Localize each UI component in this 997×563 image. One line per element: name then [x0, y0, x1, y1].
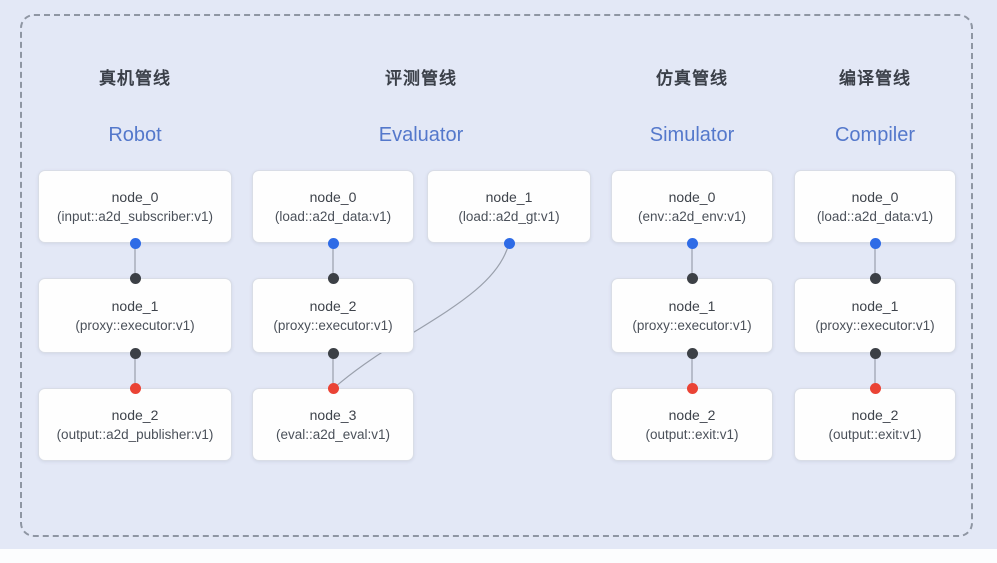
pipeline-title-zh-robot: 真机管线: [99, 69, 171, 88]
edge-connectors: [134, 242, 876, 389]
node-type: (output::exit:v1): [645, 427, 739, 442]
pipeline-title-zh-evaluator: 评测管线: [385, 69, 457, 88]
node-title: node_0: [851, 189, 899, 205]
black-port-dot: [686, 347, 698, 359]
node-type: (input::a2d_subscriber:v1): [56, 209, 214, 224]
node-type: (load::a2d_data:v1): [816, 209, 934, 224]
edge-eval-n1-n3: [333, 242, 510, 389]
red-port-dot: [869, 382, 881, 394]
node-type: (proxy::executor:v1): [632, 318, 752, 333]
node-card-simulator-node1: node_1 (proxy::executor:v1): [611, 278, 773, 353]
red-port-dot: [327, 382, 339, 394]
pipeline-title-en-simulator: Simulator: [649, 124, 735, 146]
node-type: (output::a2d_publisher:v1): [56, 427, 214, 442]
node-type: (env::a2d_env:v1): [637, 209, 747, 224]
node-card-simulator-node0: node_0 (env::a2d_env:v1): [611, 170, 773, 243]
blue-port-dot: [503, 237, 515, 249]
node-card-robot-node1: node_1 (proxy::executor:v1): [38, 278, 232, 353]
blue-port-dot: [129, 237, 141, 249]
node-card-robot-node0: node_0 (input::a2d_subscriber:v1): [38, 170, 232, 243]
node-title: node_1: [111, 298, 159, 314]
pipeline-title-zh-simulator: 仿真管线: [656, 69, 728, 88]
node-type: (load::a2d_data:v1): [274, 209, 392, 224]
node-card-evaluator-node0: node_0 (load::a2d_data:v1): [252, 170, 414, 243]
node-title: node_2: [851, 407, 899, 423]
pipeline-title-en-robot: Robot: [108, 124, 162, 146]
node-title: node_1: [668, 298, 716, 314]
black-port-dot: [129, 347, 141, 359]
node-type: (output::exit:v1): [828, 427, 922, 442]
node-title: node_3: [309, 407, 357, 423]
node-card-simulator-node2: node_2 (output::exit:v1): [611, 388, 773, 461]
node-type: (proxy::executor:v1): [815, 318, 935, 333]
node-card-evaluator-node2: node_2 (proxy::executor:v1): [252, 278, 414, 353]
node-type: (proxy::executor:v1): [75, 318, 195, 333]
node-type: (load::a2d_gt:v1): [458, 209, 560, 224]
node-title: node_0: [309, 189, 357, 205]
black-port-dot: [869, 347, 881, 359]
node-card-evaluator-node1: node_1 (load::a2d_gt:v1): [427, 170, 591, 243]
node-card-compiler-node0: node_0 (load::a2d_data:v1): [794, 170, 956, 243]
pipeline-title-zh-compiler: 编译管线: [839, 69, 911, 88]
blue-port-dot: [327, 237, 339, 249]
pipeline-title-en-evaluator: Evaluator: [378, 124, 464, 146]
pipeline-title-en-compiler: Compiler: [834, 124, 916, 146]
blue-port-dot: [686, 237, 698, 249]
blue-port-dot: [869, 237, 881, 249]
red-port-dot: [686, 382, 698, 394]
node-title: node_0: [111, 189, 159, 205]
node-card-compiler-node1: node_1 (proxy::executor:v1): [794, 278, 956, 353]
node-title: node_2: [111, 407, 159, 423]
node-card-compiler-node2: node_2 (output::exit:v1): [794, 388, 956, 461]
node-type: (eval::a2d_eval:v1): [275, 427, 391, 442]
node-title: node_1: [851, 298, 899, 314]
black-port-dot: [686, 272, 698, 284]
node-type: (proxy::executor:v1): [273, 318, 393, 333]
red-port-dot: [129, 382, 141, 394]
black-port-dot: [869, 272, 881, 284]
dashed-border-frame: [20, 14, 973, 537]
diagram-canvas: 真机管线 评测管线 仿真管线 编译管线 Robot Evaluator Simu…: [0, 0, 997, 549]
node-title: node_2: [309, 298, 357, 314]
node-card-robot-node2: node_2 (output::a2d_publisher:v1): [38, 388, 232, 461]
black-port-dot: [327, 347, 339, 359]
black-port-dot: [327, 272, 339, 284]
node-title: node_1: [485, 189, 533, 205]
node-card-evaluator-node3: node_3 (eval::a2d_eval:v1): [252, 388, 414, 461]
node-title: node_2: [668, 407, 716, 423]
node-title: node_0: [668, 189, 716, 205]
black-port-dot: [129, 272, 141, 284]
